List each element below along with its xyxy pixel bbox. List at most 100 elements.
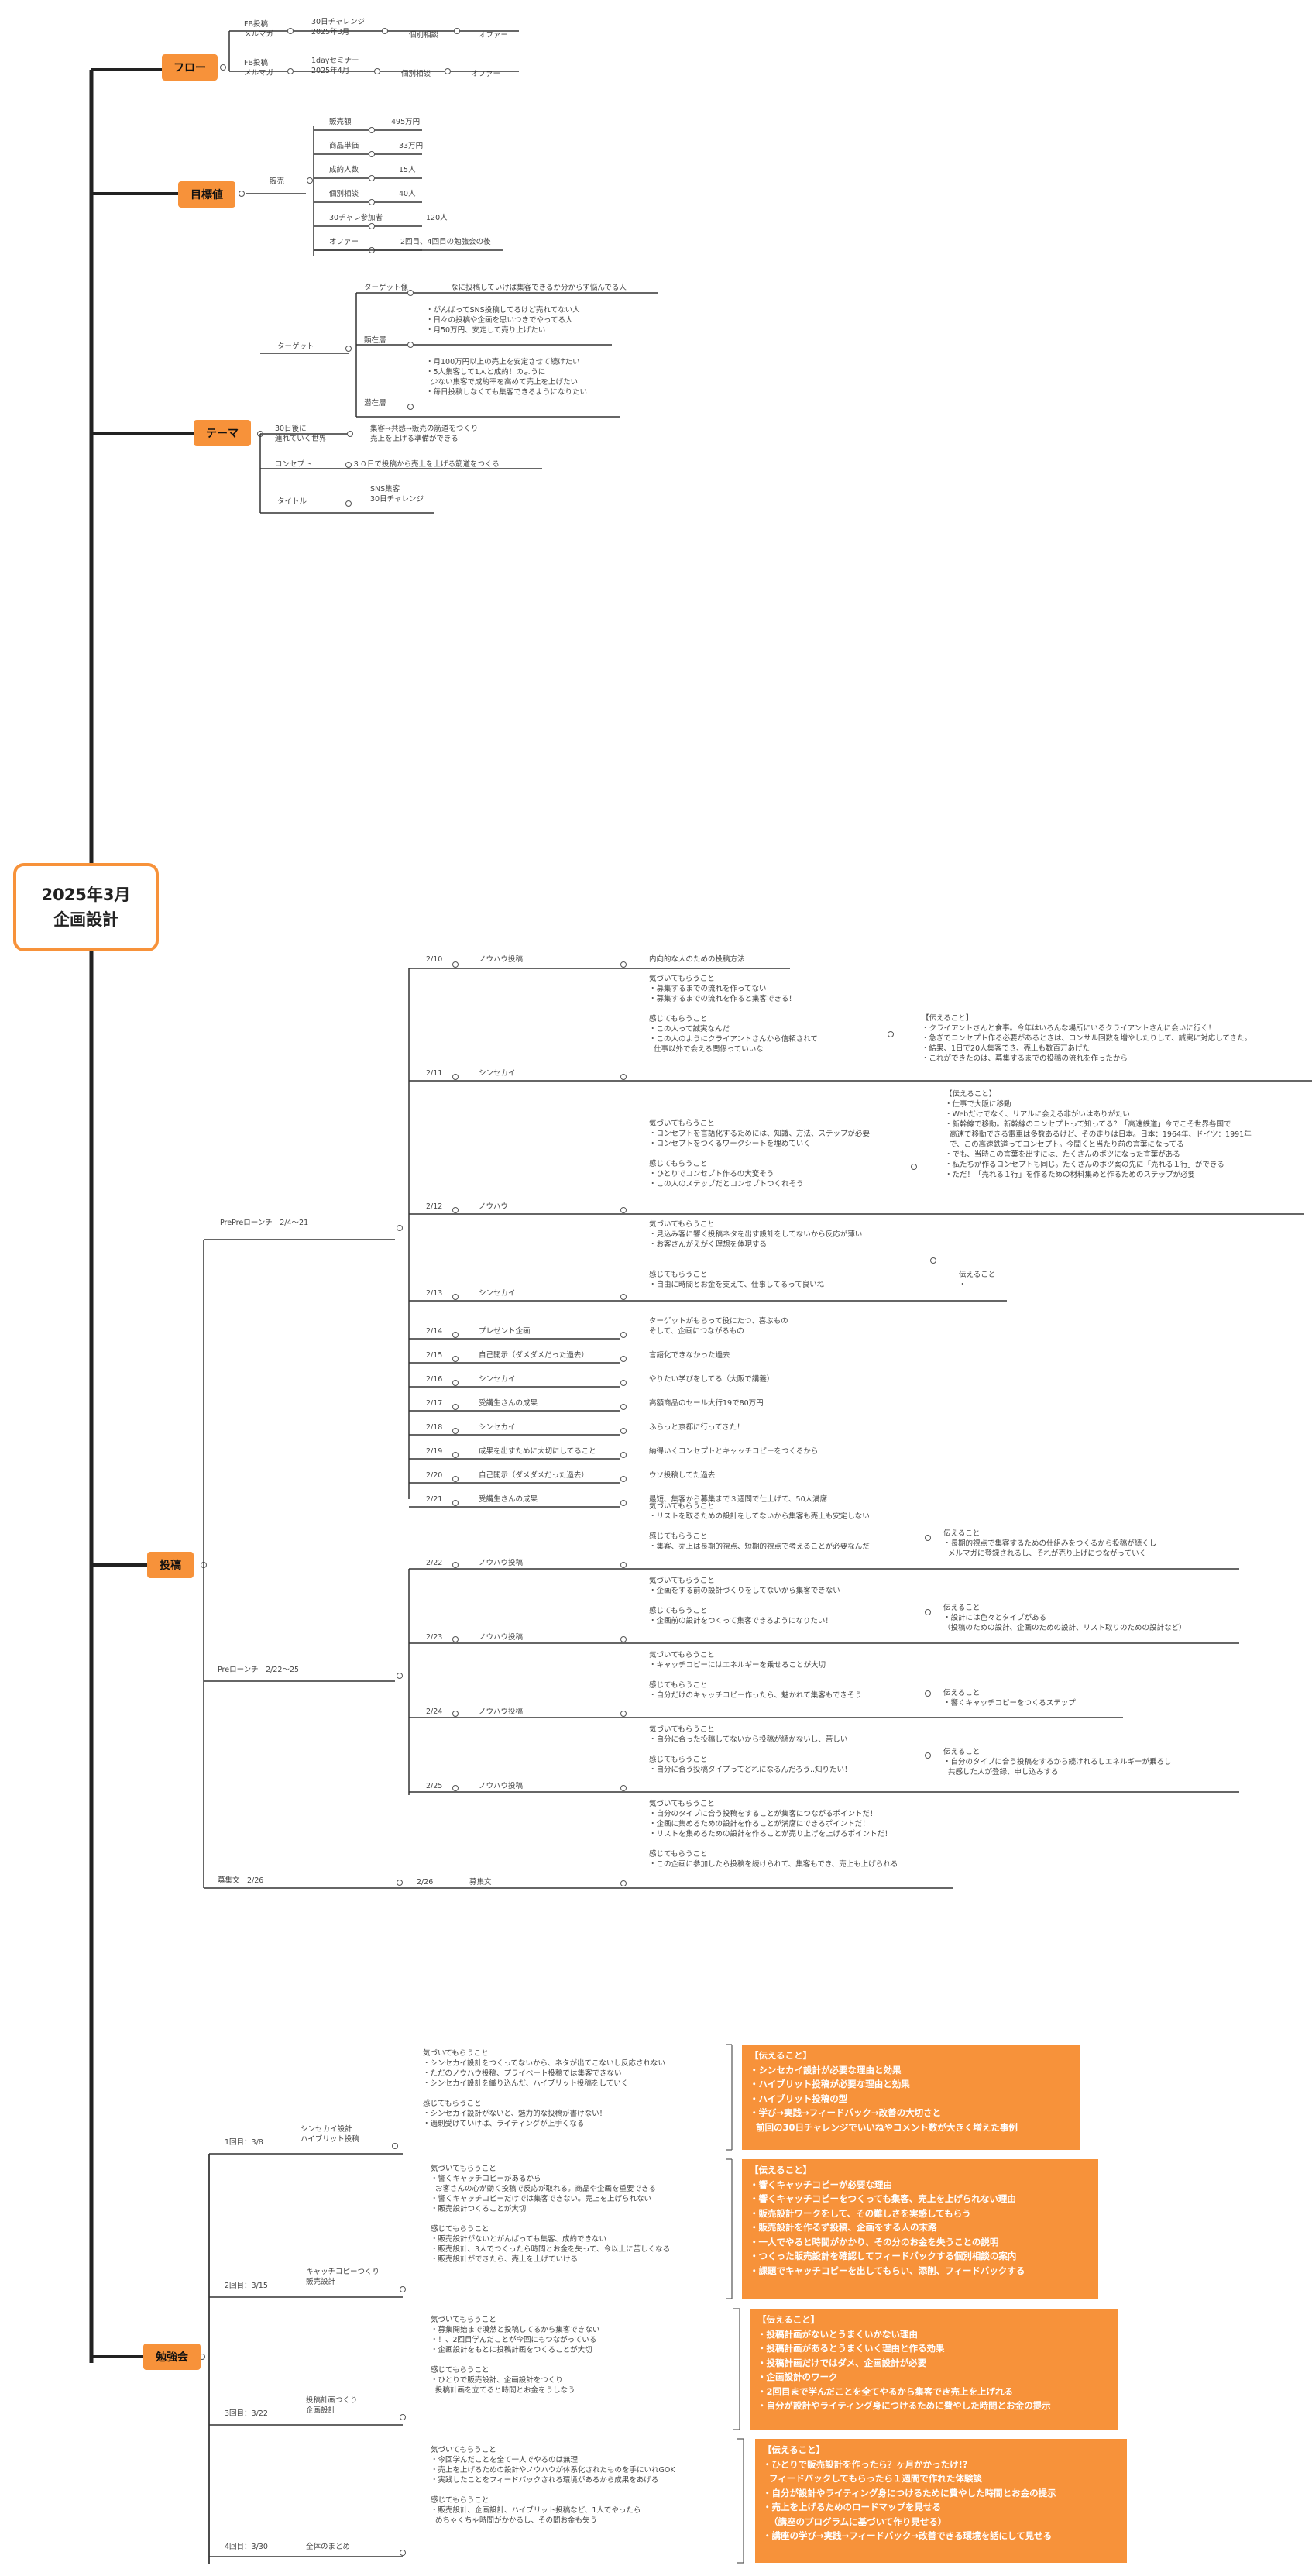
collapse-node-dot[interactable] [400,2286,406,2292]
collapse-node-dot[interactable] [620,1880,627,1886]
collapse-node-dot[interactable] [925,1690,931,1697]
post-d226-text: 気づいてもらうこと ・自分のタイプに合う投稿をすることが集客につながるポイントだ… [649,1800,898,1869]
collapse-node-dot[interactable] [888,1031,894,1037]
collapse-node-dot[interactable] [925,1535,931,1541]
theme-persona: ターゲット像 [364,284,409,292]
collapse-node-dot[interactable] [369,151,375,157]
collapse-node-dot[interactable] [620,1452,627,1458]
root-title-line1: 2025年3月 [41,886,131,904]
collapse-node-dot[interactable] [382,28,388,34]
collapse-node-dot[interactable] [452,1636,459,1642]
collapse-node-dot[interactable] [369,175,375,181]
collapse-node-dot[interactable] [452,1332,459,1338]
collapse-node-dot[interactable] [452,1356,459,1362]
post-short-date: 2/18 [426,1423,443,1432]
theme-visible: 顕在層 [364,336,386,345]
topic-goal[interactable]: 目標値 [178,181,235,208]
post-short-date: 2/14 [426,1327,443,1336]
collapse-node-dot[interactable] [452,1500,459,1506]
collapse-node-dot[interactable] [407,290,414,296]
study-s4-label: 4回目：3/30 [225,2543,268,2551]
collapse-node-dot[interactable] [620,1207,627,1213]
collapse-node-dot[interactable] [345,346,352,352]
post-d213-date: 2/13 [426,1289,443,1298]
post-d212-type: ノウハウ [479,1202,509,1211]
collapse-node-dot[interactable] [407,342,414,348]
collapse-node-dot[interactable] [620,961,627,968]
collapse-node-dot[interactable] [452,1428,459,1434]
collapse-node-dot[interactable] [620,1500,627,1506]
topic-theme[interactable]: テーマ [194,420,251,446]
collapse-node-dot[interactable] [620,1636,627,1642]
collapse-node-dot[interactable] [287,28,294,34]
study-s2-tell: 【伝えること】 ・響くキャッチコピーが必要な理由 ・響くキャッチコピーをつくって… [742,2159,1098,2299]
collapse-node-dot[interactable] [397,1225,403,1231]
collapse-node-dot[interactable] [620,1785,627,1791]
collapse-node-dot[interactable] [392,2143,398,2149]
collapse-node-dot[interactable] [925,1609,931,1615]
collapse-node-dot[interactable] [400,2550,406,2556]
flow-r1-c: 個別相談 [409,31,439,40]
theme-latent: 潜在層 [364,399,386,408]
collapse-node-dot[interactable] [454,28,460,34]
collapse-node-dot[interactable] [287,68,294,74]
goal-v5: 2回目、4回目の勉強会の後 [400,238,491,246]
collapse-node-dot[interactable] [452,1711,459,1717]
post-d222-text: 気づいてもらうこと ・リストを取るための設計をしてないから集客も売上も安定しない… [649,1502,870,1551]
collapse-node-dot[interactable] [345,500,352,507]
root-node[interactable]: 2025年3月企画設計 [13,863,159,951]
post-short-text: 最短、集客から募集まで３週間で仕上げて、50人満席 [649,1495,828,1504]
collapse-node-dot[interactable] [620,1332,627,1338]
root-title-line2: 企画設計 [53,910,118,929]
study-s3-text: 気づいてもらうこと ・募集開始まで漠然と投稿してるから集客できない ・！、2回目… [431,2316,600,2395]
collapse-node-dot[interactable] [369,127,375,133]
collapse-node-dot[interactable] [620,1428,627,1434]
post-short-date: 2/15 [426,1351,443,1360]
collapse-node-dot[interactable] [452,1207,459,1213]
collapse-node-dot[interactable] [925,1752,931,1759]
collapse-node-dot[interactable] [220,64,226,71]
collapse-node-dot[interactable] [407,404,414,410]
collapse-node-dot[interactable] [620,1562,627,1568]
post-d211-date: 2/11 [426,1069,443,1078]
flow-r2-d: オファー [471,70,501,78]
post-d224-date: 2/24 [426,1708,443,1716]
collapse-node-dot[interactable] [911,1164,917,1170]
collapse-node-dot[interactable] [620,1294,627,1300]
post-d213-type: シンセカイ [479,1289,516,1298]
collapse-node-dot[interactable] [239,191,245,197]
post-short-type: 成果を出すために大切にしてること [479,1447,596,1456]
collapse-node-dot[interactable] [397,1880,403,1886]
collapse-node-dot[interactable] [369,223,375,229]
collapse-node-dot[interactable] [452,1785,459,1791]
collapse-node-dot[interactable] [397,1673,403,1679]
collapse-node-dot[interactable] [445,68,451,74]
collapse-node-dot[interactable] [452,1380,459,1386]
goal-k4: 30チャレ参加者 [329,214,383,222]
collapse-node-dot[interactable] [620,1711,627,1717]
collapse-node-dot[interactable] [620,1476,627,1482]
collapse-node-dot[interactable] [347,431,353,437]
collapse-node-dot[interactable] [374,68,380,74]
collapse-node-dot[interactable] [620,1404,627,1410]
post-short-type: 自己開示（ダメダメだった過去） [479,1471,589,1480]
collapse-node-dot[interactable] [620,1380,627,1386]
collapse-node-dot[interactable] [620,1356,627,1362]
collapse-node-dot[interactable] [452,1476,459,1482]
topic-flow[interactable]: フロー [162,54,218,81]
collapse-node-dot[interactable] [452,1452,459,1458]
collapse-node-dot[interactable] [452,1294,459,1300]
collapse-node-dot[interactable] [452,1404,459,1410]
theme-title: タイトル [277,497,307,506]
collapse-node-dot[interactable] [620,1074,627,1080]
collapse-node-dot[interactable] [345,462,352,468]
topic-study[interactable]: 勉強会 [143,2344,201,2370]
collapse-node-dot[interactable] [930,1257,936,1264]
collapse-node-dot[interactable] [452,961,459,968]
topic-post[interactable]: 投稿 [147,1552,194,1578]
collapse-node-dot[interactable] [400,2414,406,2420]
collapse-node-dot[interactable] [307,177,313,184]
collapse-node-dot[interactable] [452,1074,459,1080]
collapse-node-dot[interactable] [452,1562,459,1568]
collapse-node-dot[interactable] [369,199,375,205]
